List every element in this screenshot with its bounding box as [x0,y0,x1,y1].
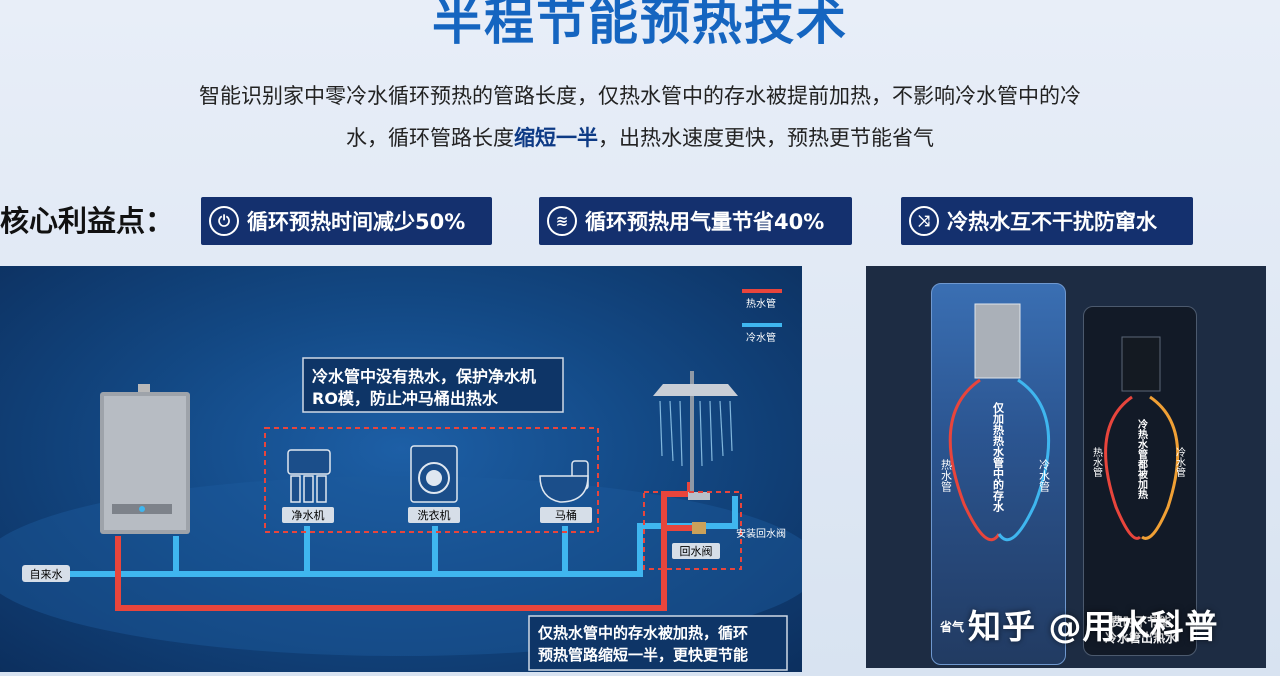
card1-center-label: 仅加热热水管中的存水 [992,401,1006,513]
benefit-badge-time: ⏻ 循环预热时间减少50% [201,197,492,245]
svg-text:RO模，防止冲马桶出热水: RO模，防止冲马桶出热水 [312,389,499,408]
water-heater [100,384,190,534]
water-purifier-icon [287,449,331,503]
return-valve-icon [692,522,706,534]
valve-label: 回水阀 [680,544,713,558]
valve-zone [643,491,742,570]
svg-text:仅热水管中的存水被加热，循环: 仅热水管中的存水被加热，循环 [537,624,748,642]
shower-icon [653,371,738,500]
appliance-zone [264,427,599,533]
benefit-badge-gas: ≋ 循环预热用气量节省40% [539,197,852,245]
gas-flow-icon: ≋ [547,206,577,236]
card1-cold-label: 冷水管 [1038,459,1051,493]
description-line-1: 智能识别家中零冷水循环预热的管路长度，仅热水管中的存水被提前加热，不影响冷水管中… [199,84,1081,108]
no-interference-icon: ⤨ [909,206,939,236]
appliance-label-purifier: 净水机 [292,508,325,522]
card2-hot-label: 热水管 [1091,446,1103,478]
description-line-2: 水，循环管路长度缩短一半，出热水速度更快，预热更节能省气 [346,126,934,150]
comparison-card-half-circuit: 热水管 冷水管 仅加热热水管中的存水 省气 [931,283,1066,665]
card2-center-label: 冷热水管都被加热 [1136,418,1149,500]
appliance-label-toilet: 马桶 [555,508,577,522]
comparison-panel: 热水管 冷水管 仅加热热水管中的存水 省气 热水管 冷水管 冷热水管都被加热 费… [866,266,1266,668]
card1-bottom-text: 省气 [940,620,965,634]
toilet-icon [539,460,589,503]
plumbing-diagram: 热水管 冷水管 自来水 冷水管中没有热水，保护净水机 [0,266,802,672]
watermark: 知乎 @用水科普 [968,607,1219,646]
appliance-label-washer: 洗衣机 [418,508,451,522]
highlight-text: 缩短一半 [514,126,598,150]
comparison-card-full-circuit: 热水管 冷水管 冷热水管都被加热 费时不节能 冷水管出热水 [1083,306,1197,656]
valve-note: 安装回水阀 [736,527,786,540]
callout-bottom [528,615,788,671]
inlet-label: 自来水 [30,568,63,581]
cold-pipes [70,496,738,577]
callout-top [302,357,564,413]
legend-cold: 冷水管 [746,331,776,344]
benefit-badge-no-mix: ⤨ 冷热水互不干扰防窜水 [901,197,1193,245]
card1-hot-label: 热水管 [940,459,953,493]
legend-hot: 热水管 [746,297,776,310]
washing-machine-icon [410,445,458,503]
svg-text:预热管路缩短一半，更快更节能: 预热管路缩短一半，更快更节能 [538,646,748,664]
benefits-label: 核心利益点： [0,204,175,238]
card2-bottom-text: 费时不节能 冷水管出热水 [1104,615,1177,645]
page-title: 半程节能预热技术 [432,0,848,51]
svg-text:冷水管中没有热水，保护净水机: 冷水管中没有热水，保护净水机 [312,367,536,386]
card2-cold-label: 冷水管 [1174,446,1186,478]
timer-icon: ⏻ [209,206,239,236]
